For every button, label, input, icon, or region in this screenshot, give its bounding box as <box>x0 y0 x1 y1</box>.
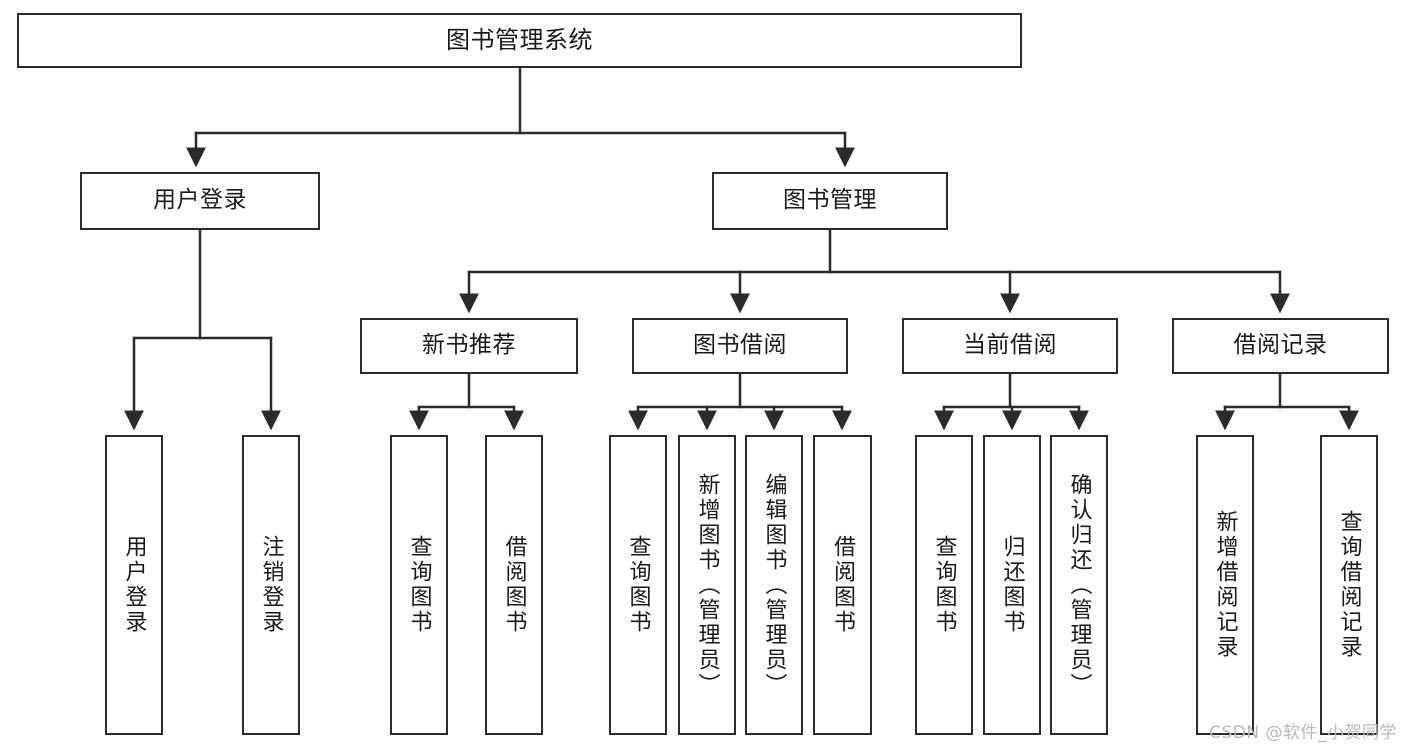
node-leaf-logout[interactable]: 注销登录 <box>242 435 300 735</box>
node-leaf-query-book-rec-label: 查询图书 <box>406 535 432 635</box>
node-leaf-add-book[interactable]: 新增图书（管理员） <box>678 435 736 735</box>
node-book-borrow-label: 图书借阅 <box>693 332 787 359</box>
node-user-login-label: 用户登录 <box>153 187 247 214</box>
edge-book-borrow-to-leaves <box>628 372 852 431</box>
edge-current-borrow-to-leaves <box>934 372 1089 431</box>
node-leaf-edit-book[interactable]: 编辑图书（管理员） <box>745 435 803 735</box>
node-leaf-user-login[interactable]: 用户登录 <box>105 435 163 735</box>
edge-new-book-recommend-to-leaves <box>409 372 524 431</box>
node-leaf-borrow-book-rec[interactable]: 借阅图书 <box>485 435 543 735</box>
node-leaf-borrow-book[interactable]: 借阅图书 <box>813 435 872 735</box>
node-new-book-recommend[interactable]: 新书推荐 <box>360 318 578 374</box>
node-new-book-recommend-label: 新书推荐 <box>422 332 516 359</box>
node-borrow-record-label: 借阅记录 <box>1233 332 1328 359</box>
node-leaf-query-book-current[interactable]: 查询图书 <box>915 435 973 735</box>
edge-borrow-record-to-leaves <box>1215 372 1359 431</box>
node-leaf-query-book-borrow[interactable]: 查询图书 <box>609 435 667 735</box>
node-leaf-borrow-book-rec-label: 借阅图书 <box>501 535 527 635</box>
node-root-label: 图书管理系统 <box>446 26 593 55</box>
node-leaf-query-book-rec[interactable]: 查询图书 <box>390 435 448 735</box>
node-leaf-query-book-current-label: 查询图书 <box>931 535 957 635</box>
node-leaf-add-record[interactable]: 新增借阅记录 <box>1196 435 1254 735</box>
node-leaf-add-record-label: 新增借阅记录 <box>1212 510 1238 660</box>
node-book-manage-label: 图书管理 <box>783 187 877 214</box>
node-root[interactable]: 图书管理系统 <box>17 13 1022 68</box>
watermark: CSDN @软件_小贺同学 <box>1209 723 1397 743</box>
edge-user-login-to-leaves <box>124 228 281 431</box>
node-book-borrow[interactable]: 图书借阅 <box>632 318 848 374</box>
node-leaf-return-book[interactable]: 归还图书 <box>983 435 1041 735</box>
node-leaf-query-record-label: 查询借阅记录 <box>1336 510 1362 660</box>
node-leaf-query-book-borrow-label: 查询图书 <box>625 535 651 635</box>
node-leaf-user-login-label: 用户登录 <box>121 535 147 635</box>
node-leaf-add-book-label: 新增图书（管理员） <box>694 472 720 698</box>
node-current-borrow-label: 当前借阅 <box>963 332 1057 359</box>
node-user-login[interactable]: 用户登录 <box>80 172 320 230</box>
node-leaf-query-record[interactable]: 查询借阅记录 <box>1320 435 1378 735</box>
node-leaf-borrow-book-label: 借阅图书 <box>830 535 856 635</box>
edge-book-manage-to-level2 <box>459 228 1290 314</box>
node-leaf-confirm-return-label: 确认归还（管理员） <box>1066 472 1092 698</box>
node-current-borrow[interactable]: 当前借阅 <box>902 318 1118 374</box>
node-borrow-record[interactable]: 借阅记录 <box>1172 318 1389 374</box>
node-leaf-logout-label: 注销登录 <box>258 535 284 635</box>
node-leaf-edit-book-label: 编辑图书（管理员） <box>761 472 787 698</box>
node-leaf-return-book-label: 归还图书 <box>999 535 1025 635</box>
node-leaf-confirm-return[interactable]: 确认归还（管理员） <box>1050 435 1108 735</box>
edge-root-to-level1 <box>186 66 855 168</box>
node-book-manage[interactable]: 图书管理 <box>712 172 948 230</box>
